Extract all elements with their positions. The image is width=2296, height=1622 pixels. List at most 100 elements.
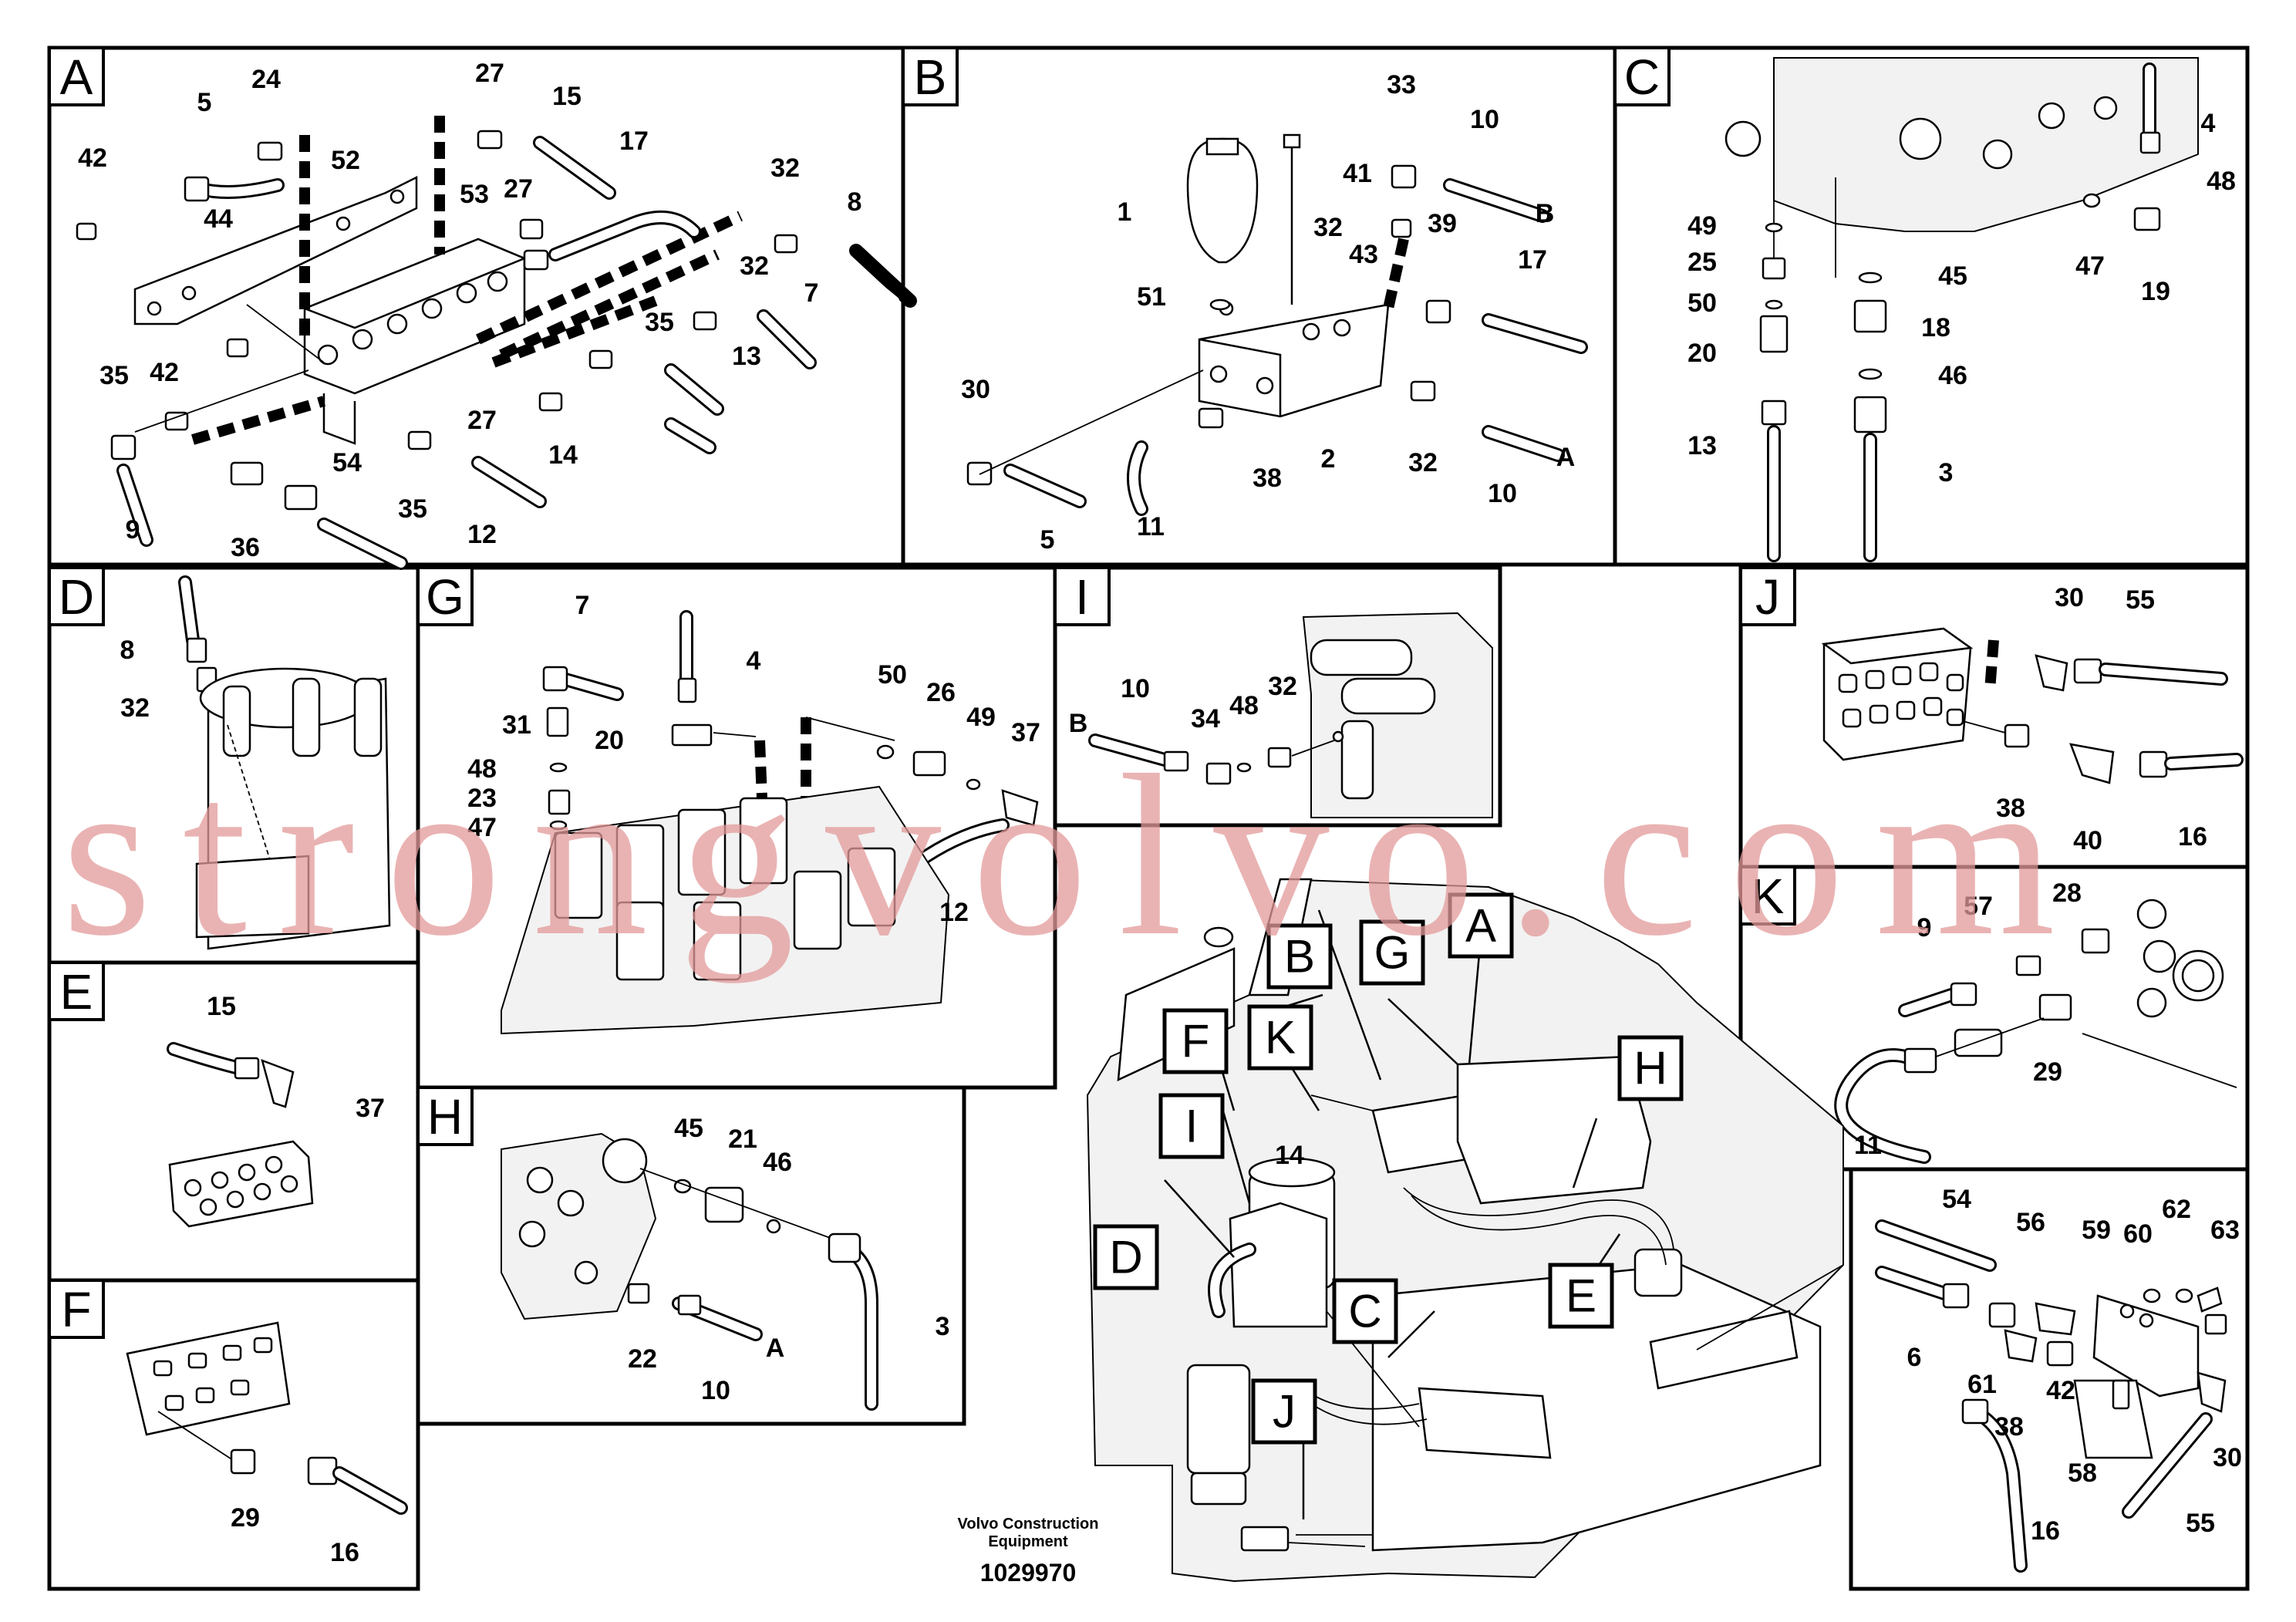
label-g-48: 48 bbox=[467, 754, 497, 784]
callout-f[interactable]: F bbox=[1162, 1008, 1229, 1074]
panel-e-labels: 15 37 bbox=[207, 992, 385, 1123]
label-i-34: 34 bbox=[1191, 704, 1220, 733]
label-j-30: 30 bbox=[2055, 583, 2084, 612]
label-j-16: 16 bbox=[2178, 822, 2207, 851]
panel-tag-d: D bbox=[48, 566, 105, 626]
panel-tag-b: B bbox=[902, 46, 959, 106]
label-b-A: A bbox=[1556, 443, 1576, 472]
label-a-9: 9 bbox=[126, 515, 140, 545]
label-l-55: 55 bbox=[2186, 1509, 2215, 1538]
label-b-5: 5 bbox=[1040, 525, 1055, 555]
label-a-54: 54 bbox=[332, 448, 362, 477]
svg-text:J: J bbox=[1755, 569, 1780, 625]
label-a-32-top: 32 bbox=[770, 153, 800, 183]
label-a-24: 24 bbox=[251, 65, 281, 94]
label-a-32-mid: 32 bbox=[740, 251, 769, 281]
label-b-11: 11 bbox=[1137, 512, 1165, 541]
label-b-32-bottom: 32 bbox=[1408, 448, 1438, 477]
label-h-45: 45 bbox=[674, 1114, 703, 1143]
svg-text:G: G bbox=[1374, 927, 1411, 979]
callout-a[interactable]: A bbox=[1448, 892, 1514, 959]
label-i-32: 32 bbox=[1268, 672, 1297, 701]
label-c-18: 18 bbox=[1921, 313, 1950, 342]
label-b-30: 30 bbox=[961, 375, 990, 404]
callout-b[interactable]: B bbox=[1266, 923, 1333, 990]
svg-text:G: G bbox=[426, 569, 464, 625]
label-i-48: 48 bbox=[1229, 691, 1259, 720]
callout-e[interactable]: E bbox=[1548, 1263, 1614, 1329]
panel-k-labels: 9 57 28 29 11 bbox=[1854, 878, 2082, 1160]
panel-f-artwork bbox=[126, 1321, 408, 1515]
label-l-61: 61 bbox=[1967, 1370, 1997, 1399]
svg-text:J: J bbox=[1273, 1386, 1296, 1438]
label-l-60: 60 bbox=[2123, 1219, 2153, 1249]
label-a-8: 8 bbox=[848, 187, 862, 217]
label-c-4: 4 bbox=[2201, 109, 2216, 138]
panel-g-labels: 7 4 50 26 49 37 31 20 48 23 47 12 bbox=[467, 591, 1040, 927]
label-g-26: 26 bbox=[926, 678, 956, 707]
label-a-35-bottom: 35 bbox=[398, 494, 427, 524]
svg-text:B: B bbox=[1284, 931, 1315, 983]
label-c-3: 3 bbox=[1939, 458, 1954, 487]
svg-text:D: D bbox=[59, 569, 94, 625]
panel-i-labels: 10 34 48 32 B bbox=[1069, 672, 1297, 738]
label-c-49: 49 bbox=[1687, 211, 1717, 241]
panel-f-labels: 29 16 bbox=[231, 1503, 359, 1567]
label-e-37: 37 bbox=[356, 1094, 385, 1123]
label-c-20: 20 bbox=[1687, 339, 1717, 368]
label-a-52: 52 bbox=[331, 146, 360, 175]
label-h-A: A bbox=[766, 1334, 785, 1363]
callout-d[interactable]: D bbox=[1093, 1224, 1159, 1290]
label-h-10: 10 bbox=[701, 1376, 730, 1405]
panel-a-artwork bbox=[76, 116, 917, 570]
panel-tag-k: K bbox=[1739, 865, 1796, 926]
label-l-38: 38 bbox=[1994, 1412, 2024, 1442]
label-c-45: 45 bbox=[1938, 261, 1967, 291]
label-c-50: 50 bbox=[1687, 288, 1717, 318]
label-g-7: 7 bbox=[575, 591, 590, 620]
panel-a-labels: 5 24 42 44 52 53 27 15 17 27 32 8 32 7 3… bbox=[78, 59, 861, 562]
callout-g[interactable]: G bbox=[1359, 919, 1425, 986]
label-a-36: 36 bbox=[231, 533, 260, 562]
panel-j-labels: 30 55 38 40 16 bbox=[1996, 583, 2207, 855]
panel-h-labels: 45 21 46 3 22 10 A bbox=[628, 1114, 949, 1405]
label-i-B: B bbox=[1069, 709, 1088, 738]
svg-text:C: C bbox=[1348, 1286, 1381, 1337]
label-b-39: 39 bbox=[1428, 209, 1457, 238]
callout-c[interactable]: C bbox=[1332, 1278, 1398, 1344]
panel-e-frame bbox=[47, 960, 420, 1283]
label-k-29: 29 bbox=[2033, 1057, 2062, 1087]
svg-text:H: H bbox=[427, 1089, 463, 1145]
label-g-37: 37 bbox=[1011, 718, 1040, 747]
label-g-20: 20 bbox=[595, 726, 624, 755]
label-b-38: 38 bbox=[1253, 464, 1282, 493]
label-c-48: 48 bbox=[2207, 167, 2236, 196]
label-b-43: 43 bbox=[1349, 240, 1378, 269]
panel-tag-i: I bbox=[1054, 566, 1111, 626]
watermark-text: strongvolvo.com bbox=[62, 727, 2086, 984]
label-l-42: 42 bbox=[2046, 1376, 2075, 1405]
callout-i[interactable]: I bbox=[1158, 1093, 1225, 1159]
label-g-12: 12 bbox=[939, 898, 969, 927]
svg-text:A: A bbox=[1465, 900, 1496, 952]
footer-company-line2: Equipment bbox=[988, 1533, 1068, 1550]
svg-text:C: C bbox=[1624, 49, 1660, 105]
label-a-35-right: 35 bbox=[645, 308, 674, 337]
label-k-57: 57 bbox=[1964, 892, 1993, 921]
callout-h[interactable]: H bbox=[1617, 1035, 1684, 1101]
label-h-46: 46 bbox=[763, 1148, 792, 1177]
label-l-30: 30 bbox=[2213, 1443, 2242, 1472]
callout-k[interactable]: K bbox=[1247, 1004, 1313, 1071]
label-a-35-left: 35 bbox=[99, 361, 129, 390]
panel-tag-a: A bbox=[48, 46, 105, 106]
label-i-10: 10 bbox=[1121, 674, 1150, 703]
label-g-47: 47 bbox=[467, 813, 497, 842]
panel-l-artwork bbox=[1875, 1219, 2227, 1573]
label-a-27-bottom: 27 bbox=[467, 406, 497, 435]
label-a-27-mid: 27 bbox=[504, 174, 533, 204]
label-l-56: 56 bbox=[2016, 1208, 2045, 1237]
label-b-33: 33 bbox=[1387, 70, 1416, 99]
callout-j[interactable]: J bbox=[1251, 1378, 1317, 1445]
label-h-3: 3 bbox=[936, 1312, 950, 1341]
